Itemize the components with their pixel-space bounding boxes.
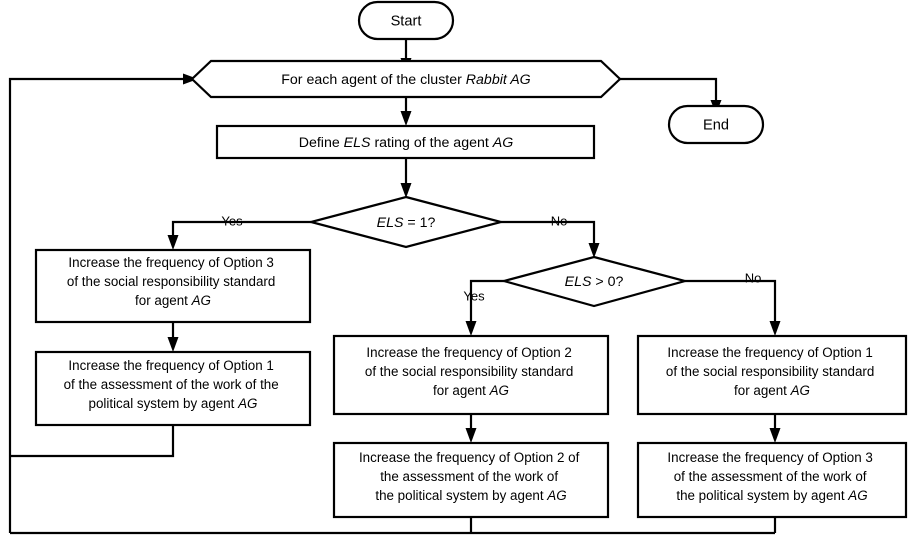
box-mid-top-line-3: for agent AG xyxy=(433,383,509,398)
start-label: Start xyxy=(391,13,422,29)
box-mid-bottom-line-2: the assessment of the work of xyxy=(380,469,558,484)
node-box-right-bottom[interactable]: Increase the frequency of Option 3 of th… xyxy=(636,441,908,519)
edge-decision2-yes xyxy=(465,279,504,336)
define-els-pre: Define xyxy=(299,135,344,151)
edge-decision2-no xyxy=(685,279,781,336)
loop-header-text-pre: For each agent of the cluster xyxy=(281,72,466,88)
edge-decision1-no xyxy=(501,220,600,258)
edge-boxleftbottom-return xyxy=(10,425,175,458)
edge-boxlefttop-to-boxleftbottom xyxy=(167,322,179,352)
node-loop-header[interactable]: For each agent of the cluster Rabbit AG xyxy=(190,59,622,99)
box-left-bottom-label: Increase the frequency of Option 1 of th… xyxy=(64,358,283,411)
edge-loop-to-define xyxy=(400,97,412,126)
edge-label-decision2-no: No xyxy=(745,270,762,285)
node-decision-els-gt-0[interactable]: ELS > 0? xyxy=(499,255,690,308)
edge-define-to-decision1 xyxy=(400,157,412,198)
node-box-mid-top[interactable]: Increase the frequency of Option 2 of th… xyxy=(332,334,610,416)
edge-label-group: Yes No Yes No xyxy=(221,213,761,303)
node-box-right-top[interactable]: Increase the frequency of Option 1 of th… xyxy=(636,334,908,416)
box-left-bottom-line-2: of the assessment of the work of the xyxy=(64,377,279,392)
edge-boxmidtop-to-boxmidbottom xyxy=(465,414,477,443)
box-mid-bottom-line-3: the political system by agent AG xyxy=(375,488,566,503)
box-left-bottom-line-3: political system by agent AG xyxy=(89,396,258,411)
box-right-top-line-3: for agent AG xyxy=(734,383,810,398)
box-mid-bottom-label: Increase the frequency of Option 2 of th… xyxy=(359,450,583,503)
node-box-left-bottom[interactable]: Increase the frequency of Option 1 of th… xyxy=(34,350,312,427)
decision2-post: > 0? xyxy=(591,274,623,290)
decision1-post: = 1? xyxy=(403,215,435,231)
box-right-top-line-1: Increase the frequency of Option 1 xyxy=(667,345,872,360)
box-mid-top-line-2: of the social responsibility standard xyxy=(365,364,573,379)
node-decision-els-eq-1[interactable]: ELS = 1? xyxy=(306,195,506,249)
decision2-label: ELS > 0? xyxy=(565,274,624,290)
box-right-top-label: Increase the frequency of Option 1 of th… xyxy=(666,345,878,398)
edge-label-decision2-yes: Yes xyxy=(463,288,485,303)
box-right-top-line-2: of the social responsibility standard xyxy=(666,364,874,379)
node-define-els[interactable]: Define ELS rating of the agent AG xyxy=(215,124,596,160)
loop-header-label: For each agent of the cluster Rabbit AG xyxy=(281,72,530,88)
box-left-top-line-1: Increase the frequency of Option 3 xyxy=(68,255,273,270)
box-left-top-label: Increase the frequency of Option 3 of th… xyxy=(67,255,279,308)
end-label: End xyxy=(703,117,729,133)
box-right-bottom-label: Increase the frequency of Option 3 of th… xyxy=(667,450,876,503)
box-mid-bottom-line-1: Increase the frequency of Option 2 of xyxy=(359,450,580,465)
decision1-label: ELS = 1? xyxy=(377,215,436,231)
define-els-mid: rating of the agent xyxy=(371,135,493,151)
box-right-bottom-line-2: of the assessment of the work of xyxy=(674,469,867,484)
box-mid-top-line-1: Increase the frequency of Option 2 xyxy=(366,345,571,360)
node-box-left-top[interactable]: Increase the frequency of Option 3 of th… xyxy=(34,248,312,324)
define-els-italic-2: AG xyxy=(492,135,514,151)
box-left-top-line-2: of the social responsibility standard xyxy=(67,274,275,289)
box-right-bottom-line-1: Increase the frequency of Option 3 xyxy=(667,450,872,465)
node-box-mid-bottom[interactable]: Increase the frequency of Option 2 of th… xyxy=(332,441,610,519)
box-left-top-line-3: for agent AG xyxy=(135,293,211,308)
define-els-label: Define ELS rating of the agent AG xyxy=(299,135,514,151)
node-start[interactable]: Start xyxy=(357,0,455,41)
edge-label-decision1-no: No xyxy=(551,213,568,228)
decision1-italic: ELS xyxy=(377,215,404,231)
box-right-bottom-line-3: the political system by agent AG xyxy=(676,488,867,503)
edge-boxrighttop-to-boxrightbottom xyxy=(769,414,781,443)
box-mid-top-label: Increase the frequency of Option 2 of th… xyxy=(365,345,577,398)
edge-decision1-yes xyxy=(167,220,311,250)
loop-header-text-italic: Rabbit AG xyxy=(466,72,531,88)
define-els-italic-1: ELS xyxy=(344,135,371,151)
edge-label-decision1-yes: Yes xyxy=(221,213,243,228)
box-left-bottom-line-1: Increase the frequency of Option 1 xyxy=(68,358,273,373)
decision2-italic: ELS xyxy=(565,274,592,290)
node-end[interactable]: End xyxy=(667,104,765,145)
